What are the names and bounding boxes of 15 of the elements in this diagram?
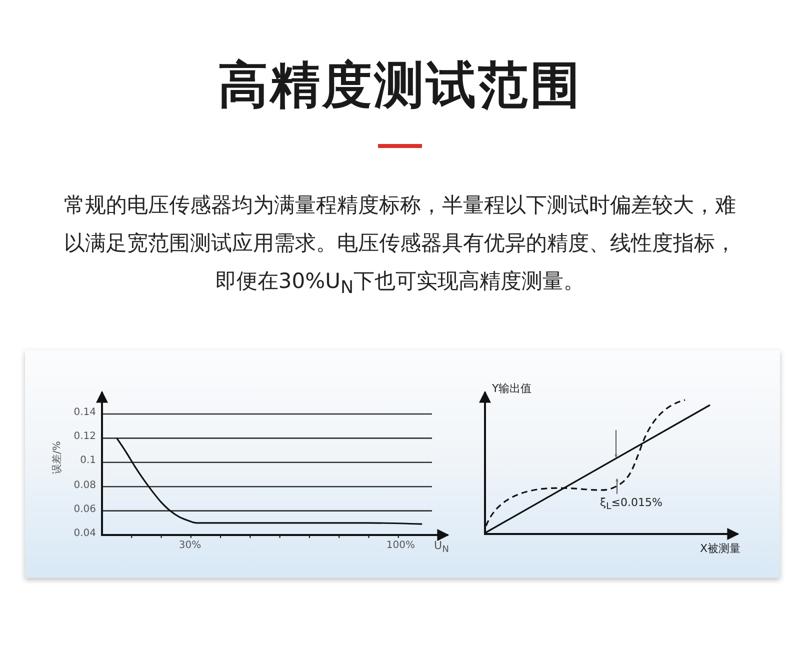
y-tick-label: 0.04 <box>74 528 96 539</box>
y-tick-label: 0.1 <box>80 455 96 466</box>
y-axis-label: Y输出值 <box>492 381 532 396</box>
x-tick-label: 30% <box>178 540 202 551</box>
page-title: 高精度测试范围 <box>217 55 583 116</box>
y-axis-title: 误差/% <box>51 441 64 474</box>
x-axis-title: U$_{N}$ <box>434 539 449 556</box>
linearity-error-label: ξ$_{L}$≤0.015% <box>600 496 662 512</box>
y-tick-label: 0.06 <box>74 504 96 515</box>
y-tick-label: 0.12 <box>74 431 96 442</box>
x-tick-label: 100% <box>386 540 415 551</box>
intro-paragraph: 常规的电压传感器均为满量程精度标称，半量程以下测试时偏差较大，难以满足宽范围测试应用需求。电压传感器具有优异的精度、线性度指标，即便在30%U$_{N}$下也可实现高精度测量。 <box>63 192 737 300</box>
y-tick-label: 0.08 <box>74 480 96 491</box>
x-axis-label: X被测量 <box>700 541 741 556</box>
y-tick-label: 0.14 <box>74 407 96 418</box>
